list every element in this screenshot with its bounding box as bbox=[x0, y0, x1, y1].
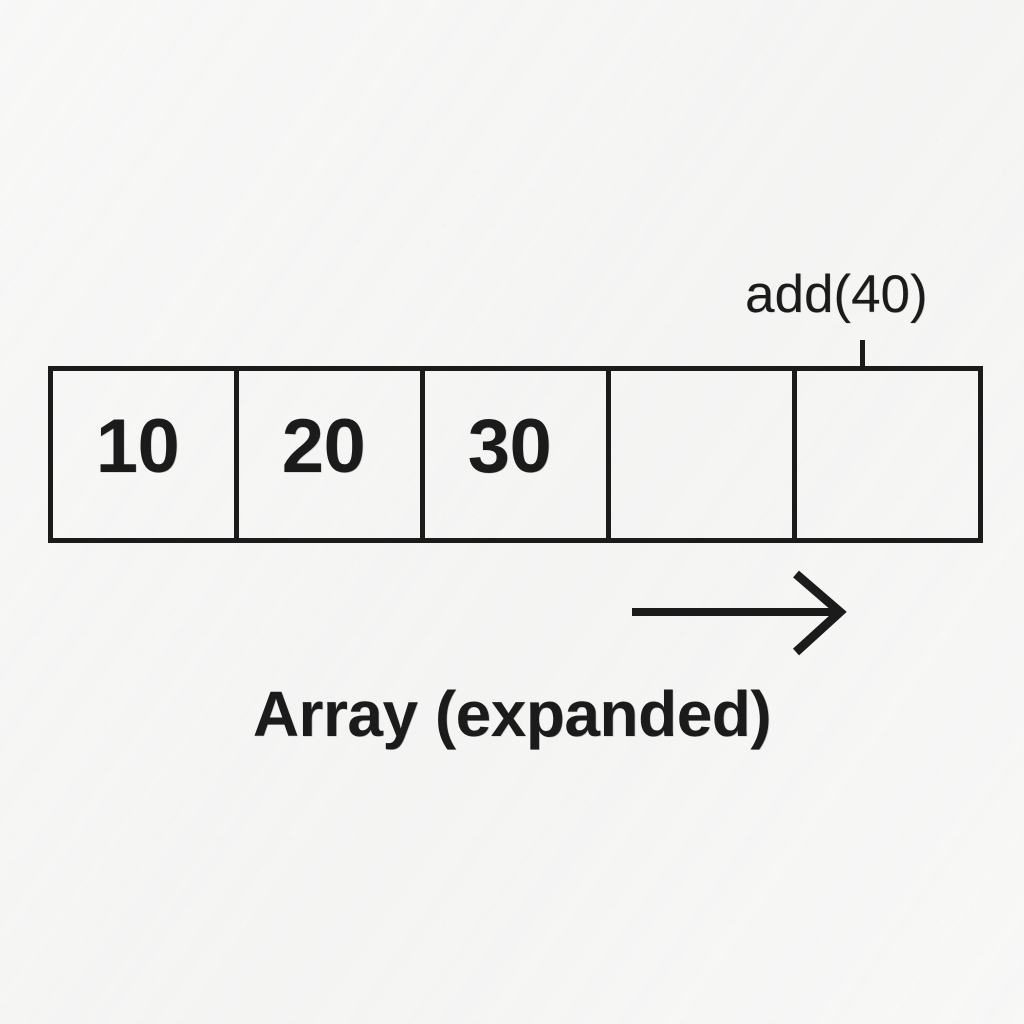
diagram-caption: Array (expanded) bbox=[252, 678, 772, 750]
array-cell-4-empty[interactable] bbox=[797, 371, 978, 538]
array-cell-value: 10 bbox=[95, 403, 180, 489]
array-cell-0[interactable]: 10 bbox=[53, 371, 239, 538]
add-operation-label: add(40) bbox=[745, 265, 928, 324]
array-cell-2[interactable]: 30 bbox=[425, 371, 611, 538]
array-container: 10 20 30 bbox=[48, 366, 983, 543]
array-cell-value: 20 bbox=[281, 403, 366, 489]
growth-direction-arrow-icon bbox=[632, 570, 847, 656]
array-cell-value: 30 bbox=[467, 403, 552, 489]
array-cell-3-empty[interactable] bbox=[611, 371, 797, 538]
callout-connector-tick bbox=[860, 340, 865, 368]
array-cell-1[interactable]: 20 bbox=[239, 371, 425, 538]
